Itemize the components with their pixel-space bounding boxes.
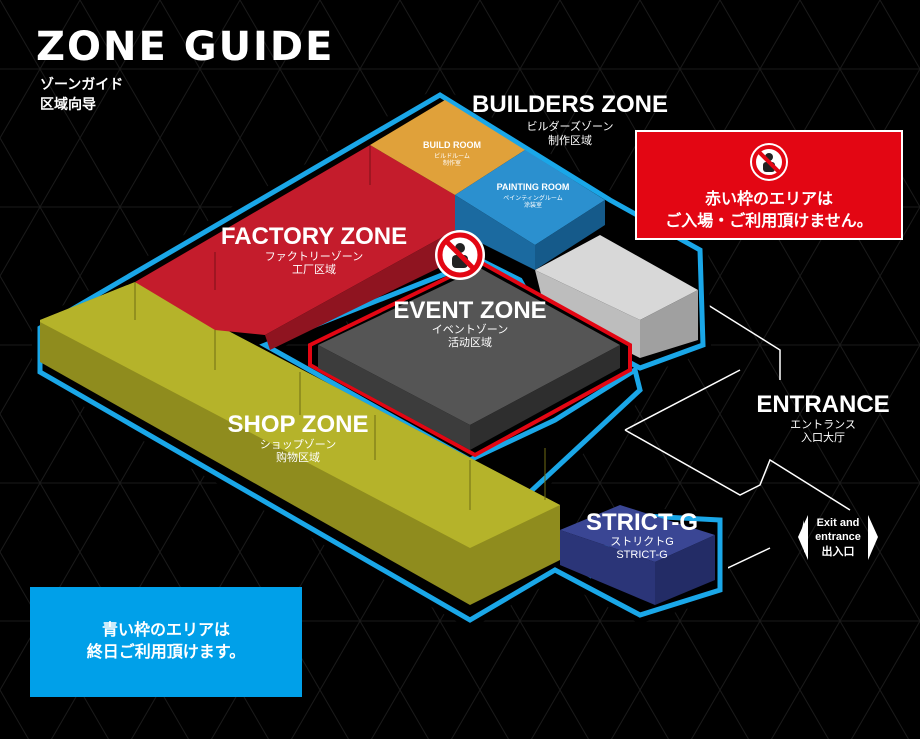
entrance-label: ENTRANCE [756, 391, 889, 418]
exit-line1: Exit and [817, 517, 860, 529]
strict-g-label: STRICT-G [586, 509, 698, 536]
painting-room-block [455, 150, 605, 270]
blue-notice-line2: 終日ご利用頂けます。 [86, 642, 246, 661]
arrow-left-icon-body [798, 515, 808, 560]
event-zone-zh: 活动区域 [448, 336, 492, 349]
painting-room-zh: 涂装室 [524, 201, 542, 209]
red-notice-box: 赤い枠のエリアは ご入場・ご利用頂けません。 [635, 130, 903, 240]
shop-zone-block [40, 282, 560, 605]
red-notice-line1: 赤い枠のエリアは [704, 189, 833, 208]
page-subtitle-ja: ゾーンガイド [40, 77, 124, 93]
build-room-block [370, 100, 525, 195]
shop-zone-zh: 购物区域 [276, 450, 320, 464]
entrance-zh: 入口大厅 [801, 430, 845, 444]
builders-zone-label: BUILDERS ZONE [472, 91, 668, 118]
factory-zone-zh: 工厂区域 [292, 263, 336, 276]
build-room-label: BUILD ROOM [423, 140, 481, 150]
painting-room-label: PAINTING ROOM [497, 182, 570, 192]
page-title: ZONE GUIDE [36, 24, 335, 70]
strict-g-ja: ストリクトG [610, 535, 674, 548]
factory-zone-block [135, 145, 455, 350]
builders-zone-zh: 制作区域 [548, 134, 592, 147]
page-subtitle-zh: 区域向导 [40, 97, 96, 113]
build-room-zh: 制作室 [443, 159, 461, 167]
strict-g-en2: STRICT-G [616, 549, 667, 561]
build-room-ja: ビルドルーム [434, 152, 470, 160]
arrow-right-icon [868, 515, 878, 560]
event-zone-ja: イベントゾーン [432, 323, 508, 336]
factory-zone-label: FACTORY ZONE [221, 223, 407, 250]
exit-zh: 出入口 [822, 544, 855, 558]
red-notice-line2: ご入場・ご利用頂けません。 [665, 211, 873, 230]
factory-zone-ja: ファクトリーゾーン [265, 250, 363, 263]
event-zone-block [308, 259, 632, 458]
shop-zone-ja: ショップゾーン [260, 438, 336, 451]
painting-room-ja: ペインティングルーム [503, 194, 562, 202]
blue-notice-box: 青い枠のエリアは 終日ご利用頂けます。 [30, 587, 302, 697]
builders-zone-ja: ビルダーズゾーン [527, 119, 614, 133]
blue-notice-line1: 青い枠のエリアは [101, 620, 230, 639]
shop-zone-label: SHOP ZONE [228, 411, 369, 438]
strict-g-block [560, 505, 715, 605]
entrance-ja: エントランス [790, 419, 856, 431]
no-entry-person-icon [435, 230, 485, 280]
exit-line2: entrance [815, 531, 861, 543]
no-entry-person-icon [750, 143, 788, 181]
event-zone-label: EVENT ZONE [393, 297, 546, 324]
